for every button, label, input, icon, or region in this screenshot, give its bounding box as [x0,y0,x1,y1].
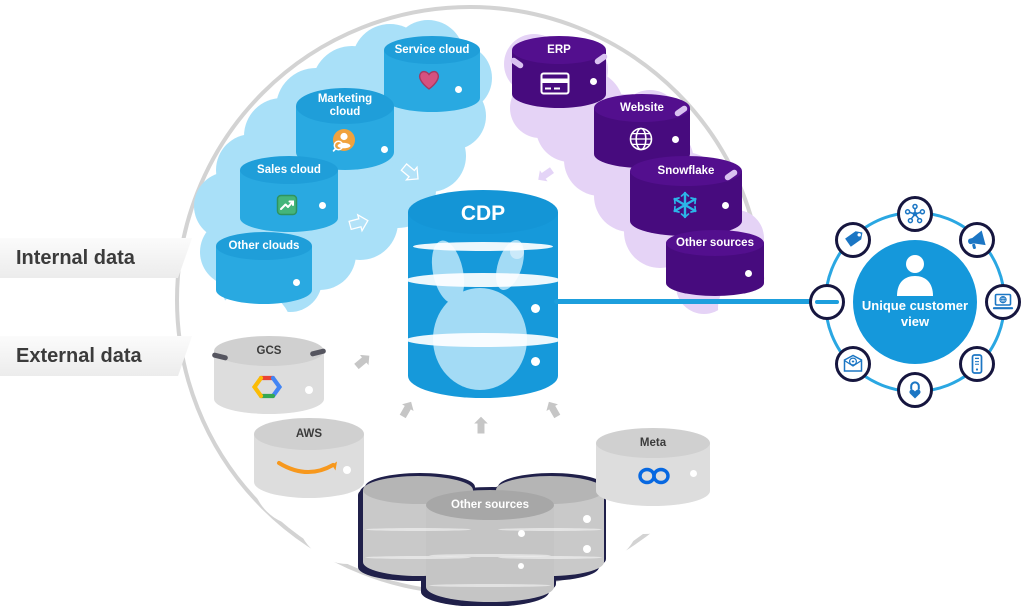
cylinder-sales-cloud: Sales cloud [240,156,338,232]
cluster-cylinder-front: Other sources [426,490,554,602]
email-icon [835,346,871,382]
flow-arrow-icon [392,394,422,424]
price-tag-icon [835,222,871,258]
cluster-stripe [498,556,602,559]
cluster-stripe [365,528,471,531]
website-label: Website [620,101,664,114]
cylinder-dot [518,530,525,537]
cylinder-dot [583,545,591,553]
flow-arrow-icon [530,160,561,191]
external-data-ribbon: External data [0,336,192,376]
smartphone-icon [959,346,995,382]
cylinder-dot [343,466,351,474]
cylinder-dot [455,86,462,93]
cylinder-dot [305,386,313,394]
meta-icon [638,467,670,485]
cylinder-service-cloud: Service cloud [384,36,480,112]
cdp-stripe [406,273,560,287]
erp-label: ERP [547,43,571,56]
cluster-stripe [428,554,552,557]
flow-arrow-icon [538,394,568,424]
cylinder-dot [319,202,326,209]
cylinder-dot [672,136,679,143]
other-clouds-label: Other clouds [228,239,300,252]
cylinder-dot [518,563,524,569]
cdp-cylinder: CDP [406,190,560,398]
hub-title-line1: Unique customer [861,298,969,313]
hub-title-line2: view [900,314,930,330]
service-cloud-label: Service cloud [394,43,470,56]
cdp-stripe [406,333,560,347]
cylinder-dot [590,78,597,85]
flow-arrow-icon [348,346,379,377]
other-sources-cluster: Other sources [360,470,610,606]
flow-arrow-icon [396,158,427,189]
growth-chart-icon [276,194,298,216]
sales-cloud-label: Sales cloud [257,163,321,176]
megaphone-icon [959,222,995,258]
cluster-stripe [365,556,471,559]
snowflake-label: Snowflake [657,164,715,177]
cdp-stripe [413,242,553,251]
amazon-smile-icon [277,461,337,474]
card-icon [540,72,570,95]
unique-customer-view-circle: Unique customer view [848,235,982,369]
cluster-stripe [498,528,602,531]
flow-arrow-icon [470,414,492,436]
flow-arrow-icon [346,210,373,237]
rabbit-mascot [431,239,527,390]
heart-icon [418,70,440,90]
cylinder-dot [690,470,697,477]
cylinder-dot [583,515,591,523]
gcs-label: GCS [256,344,282,357]
cylinder-dot [381,146,388,153]
laptop-globe-icon [985,284,1021,320]
cylinder-dot [531,304,540,313]
cylinder-dot [722,202,729,209]
customer-search-icon [332,129,355,152]
cylinder-other-sources-purple: Other sources [666,230,764,296]
cylinder-gcs: GCS [211,336,327,414]
marketing-cloud-label: Marketing cloud [317,93,373,118]
cylinder-other-clouds: Other clouds [216,232,312,304]
cylinder-dot [293,279,300,286]
snowflake-icon [673,191,697,219]
google-cloud-icon [251,375,283,399]
meta-label: Meta [639,436,667,449]
lock-heart-icon [897,372,933,408]
network-icon [897,196,933,232]
cylinder-snowflake: Snowflake [630,156,742,236]
cylinder-aws: AWS [254,418,364,498]
cylinder-erp: ERP [509,36,609,108]
external-data-label: External data [16,344,142,367]
cluster-stripe [428,584,552,587]
cylinder-dot [531,357,540,366]
globe-icon [629,127,653,151]
cdp-to-view-connector [554,299,842,304]
internal-data-label: Internal data [16,246,135,269]
cdp-label: CDP [460,202,506,225]
other-sources-purple-label: Other sources [676,236,754,249]
other-sources-gray-label: Other sources [451,498,529,511]
connector-node [809,284,845,320]
cylinder-meta: Meta [596,428,710,506]
cylinder-dot [745,270,752,277]
aws-label: AWS [295,427,323,440]
person-icon [897,255,933,296]
internal-data-ribbon: Internal data [0,238,192,278]
